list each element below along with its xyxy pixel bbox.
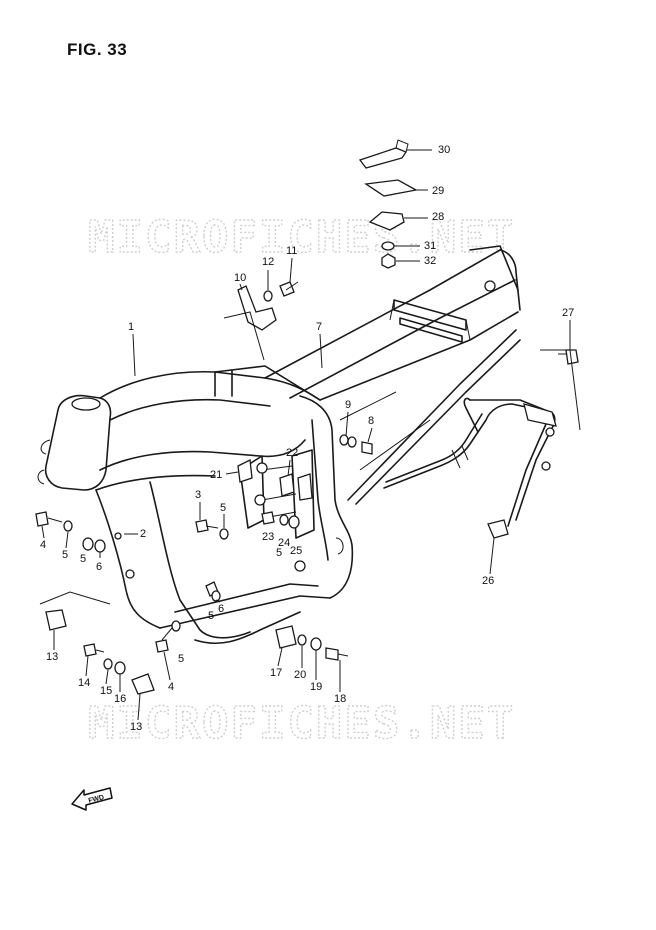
seat-rail (264, 245, 521, 505)
callout-6-left: 6 (96, 561, 102, 573)
callouts: 30 29 28 31 32 10 12 11 1 7 27 9 8 (40, 144, 574, 733)
callout-12: 12 (262, 256, 274, 268)
callout-14: 14 (78, 677, 90, 689)
watermark-bottom: MICROFICHES.NET (88, 698, 515, 749)
callout-17: 17 (270, 667, 282, 679)
callout-6-lower: 6 (218, 603, 224, 615)
callout-29: 29 (432, 185, 444, 197)
callout-15: 15 (100, 685, 112, 697)
callout-21: 21 (210, 469, 222, 481)
callout-7: 7 (316, 321, 322, 333)
fwd-arrow-icon: FWD (71, 787, 113, 811)
callout-5-left2: 5 (80, 553, 86, 565)
callout-30: 30 (438, 144, 450, 156)
callout-10: 10 (234, 272, 246, 284)
callout-9: 9 (345, 399, 351, 411)
callout-5-mid: 5 (276, 547, 282, 559)
callout-11: 11 (286, 245, 297, 257)
callout-27: 27 (562, 307, 574, 319)
callout-4-left: 4 (40, 539, 46, 551)
callout-31: 31 (424, 240, 436, 252)
callout-13-left: 13 (46, 651, 58, 663)
callout-2: 2 (140, 528, 146, 540)
callout-1: 1 (128, 321, 134, 333)
callout-3: 3 (195, 489, 201, 501)
callout-8: 8 (368, 415, 374, 427)
callout-20: 20 (294, 669, 306, 681)
callout-5-left: 5 (62, 549, 68, 561)
callout-19: 19 (310, 681, 322, 693)
small-parts (35, 139, 581, 695)
figure-title: FIG. 33 (67, 40, 128, 59)
callout-32: 32 (424, 255, 436, 267)
callout-26: 26 (482, 575, 494, 587)
callout-5-lowest: 5 (178, 653, 184, 665)
callout-5-upper: 5 (220, 502, 226, 514)
callout-22: 22 (286, 447, 298, 459)
callout-18: 18 (334, 693, 346, 705)
callout-16: 16 (114, 693, 126, 705)
callout-5-lower: 5 (208, 610, 214, 622)
callout-4-lower: 4 (168, 681, 174, 693)
watermark-top: MICROFICHES.NET (88, 212, 515, 263)
rear-sub-frame (383, 397, 557, 539)
callout-23: 23 (262, 531, 274, 543)
fwd-label: FWD (88, 794, 105, 805)
callout-28: 28 (432, 211, 444, 223)
callout-13-lower: 13 (130, 721, 142, 733)
main-frame (37, 365, 354, 644)
callout-24: 24 (278, 537, 290, 549)
callout-25: 25 (290, 545, 302, 557)
